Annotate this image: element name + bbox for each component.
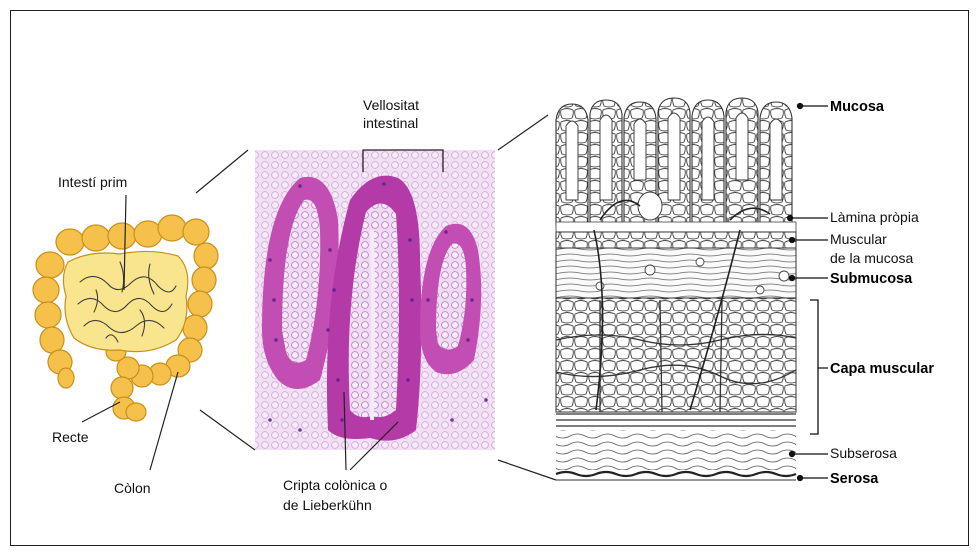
label-cripta-1: Cripta colònica o	[283, 477, 387, 493]
label-colon: Còlon	[114, 480, 151, 496]
histology-micrograph	[255, 150, 495, 450]
label-submucosa: Submucosa	[830, 271, 913, 287]
label-lamina-propia: Làmina pròpia	[830, 209, 919, 225]
label-mucosa: Mucosa	[830, 99, 885, 115]
label-recte: Recte	[52, 429, 89, 445]
label-serosa: Serosa	[830, 471, 879, 487]
label-vellositat-1: Vellositat	[363, 97, 419, 113]
label-vellositat-2: intestinal	[363, 115, 418, 131]
label-intesti-prim: Intestí prim	[58, 174, 127, 190]
label-muscular-mucosa-1: Muscular	[830, 231, 887, 247]
label-capa-muscular: Capa muscular	[830, 361, 934, 377]
label-muscular-mucosa-2: de la mucosa	[830, 250, 913, 266]
label-subserosa: Subserosa	[830, 445, 897, 461]
label-cripta-2: de Lieberkühn	[283, 497, 372, 513]
